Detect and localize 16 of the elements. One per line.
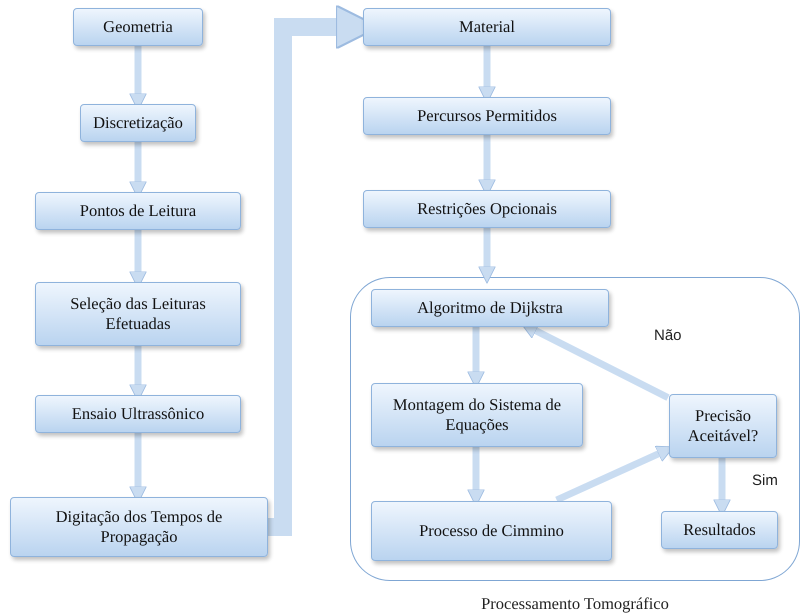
process-box: Ensaio Ultrassônico bbox=[35, 395, 241, 433]
process-box: Material bbox=[363, 8, 611, 46]
process-box: Pontos de Leitura bbox=[35, 192, 241, 230]
process-box: Digitação dos Tempos de Propagação bbox=[10, 497, 268, 557]
group-title: Processamento Tomográfico bbox=[480, 594, 670, 614]
process-box: Percursos Permitidos bbox=[363, 97, 611, 135]
process-box: Discretização bbox=[80, 104, 196, 142]
process-box: Montagem do Sistema de Equações bbox=[371, 383, 583, 447]
arrow bbox=[478, 228, 496, 284]
process-box: Geometria bbox=[73, 8, 203, 46]
process-box: Seleção das Leituras Efetuadas bbox=[35, 282, 241, 346]
process-box: Algoritmo de Dijkstra bbox=[371, 289, 609, 327]
process-box: Processo de Cimmino bbox=[371, 501, 612, 561]
process-box: Precisão Aceitável? bbox=[669, 394, 777, 458]
process-box: Resultados bbox=[661, 511, 778, 549]
process-box: Restrições Opcionais bbox=[363, 190, 611, 228]
